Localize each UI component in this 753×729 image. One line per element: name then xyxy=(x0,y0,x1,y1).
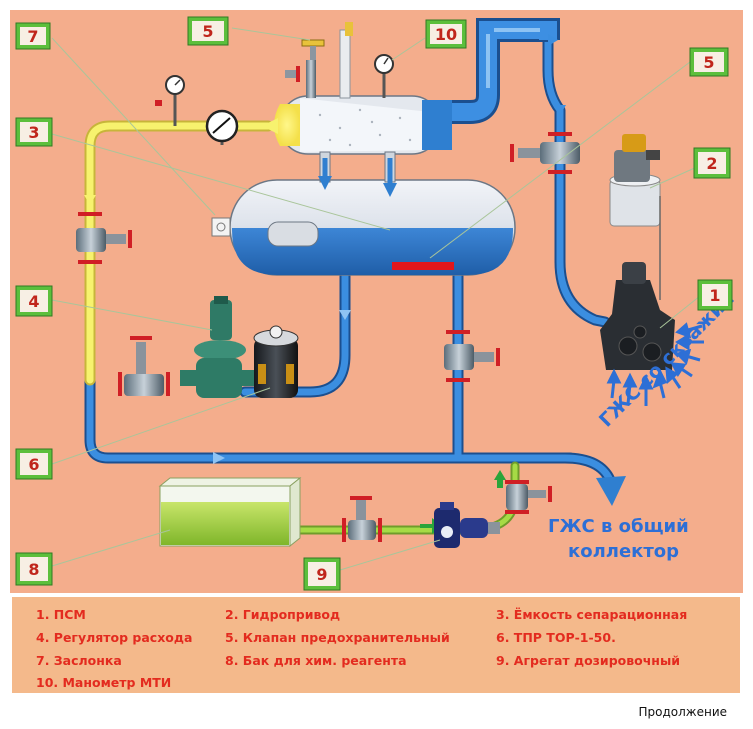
svg-text:6: 6 xyxy=(28,455,39,474)
callout-6: 6 xyxy=(15,448,53,480)
label-gzhs-to-collector-1: ГЖС в общий xyxy=(548,516,689,537)
gas-separator-head xyxy=(262,95,452,197)
manometer-gauge-main xyxy=(205,109,239,145)
safety-valve-top xyxy=(285,22,353,99)
pressure-gauge-left xyxy=(155,75,185,126)
callout-4: 4 xyxy=(15,285,53,317)
callout-3: 3 xyxy=(15,117,53,147)
flow-regulator xyxy=(180,296,262,398)
legend-item-3: 3. Ёмкость сепарационная xyxy=(496,607,688,622)
hydraulic-drive xyxy=(609,134,661,300)
valve-yellow-line xyxy=(76,212,132,264)
chemical-reagent-tank xyxy=(158,476,302,548)
heater-element xyxy=(392,262,454,270)
dosing-pump xyxy=(434,502,500,548)
legend-item-10: 10. Манометр МТИ xyxy=(36,675,172,690)
legend-item-4: 4. Регулятор расхода xyxy=(36,630,193,645)
legend-item-5: 5. Клапан предохранительный xyxy=(225,630,450,645)
callout-10: 10 xyxy=(425,19,467,49)
legend-item-2: 2. Гидропривод xyxy=(225,607,341,622)
valve-green-riser xyxy=(505,480,552,514)
top-riser-pipe xyxy=(430,18,560,124)
svg-text:4: 4 xyxy=(28,292,39,311)
svg-text:9: 9 xyxy=(316,565,327,584)
callout-7: 7 xyxy=(15,22,51,50)
svg-text:8: 8 xyxy=(28,560,39,579)
turbine-flow-meter xyxy=(253,325,299,398)
callout-leader-lines xyxy=(51,27,709,571)
collector-outlet-arrow xyxy=(564,452,626,506)
gas-flow-arrow xyxy=(262,118,278,134)
well-inflow-arrows xyxy=(606,322,704,406)
callout-1: 1 xyxy=(697,279,733,311)
legend-item-9: 9. Агрегат дозировочный xyxy=(496,653,681,668)
svg-text:2: 2 xyxy=(706,154,717,173)
callout-5-top: 5 xyxy=(187,16,229,46)
yellow-gas-pipe xyxy=(84,120,274,386)
svg-text:7: 7 xyxy=(27,27,38,46)
legend-item-7: 7. Заслонка xyxy=(36,653,122,668)
legend-panel: 1. ПСМ 2. Гидропривод 3. Ёмкость сепарац… xyxy=(12,597,740,693)
legend-item-1: 1. ПСМ xyxy=(36,607,86,622)
blue-pipes xyxy=(84,31,611,464)
callout-2: 2 xyxy=(693,147,731,179)
callout-8: 8 xyxy=(15,552,53,586)
separation-vessel xyxy=(211,179,516,276)
callout-badges: 7 5 10 5 3 2 4 xyxy=(15,16,733,591)
svg-text:1: 1 xyxy=(709,286,720,305)
valve-regulator-line xyxy=(118,336,170,396)
label-gzhs-to-collector-2: коллектор xyxy=(568,541,679,562)
callout-5-right: 5 xyxy=(689,47,729,77)
callout-9: 9 xyxy=(303,557,341,591)
svg-text:5: 5 xyxy=(703,53,714,72)
valve-right-riser xyxy=(510,132,580,174)
svg-text:5: 5 xyxy=(202,22,213,41)
valve-right-drain xyxy=(444,330,500,382)
legend-item-6: 6. ТПР ТОР-1-50. xyxy=(496,630,616,645)
valve-dosing-line xyxy=(342,496,382,542)
svg-text:3: 3 xyxy=(28,123,39,142)
legend-item-8: 8. Бак для хим. реагента xyxy=(225,653,407,668)
pressure-gauge-top xyxy=(374,54,394,98)
svg-text:10: 10 xyxy=(435,25,457,44)
psm-unit xyxy=(600,262,675,370)
continuation-label: Продолжение xyxy=(638,705,727,719)
